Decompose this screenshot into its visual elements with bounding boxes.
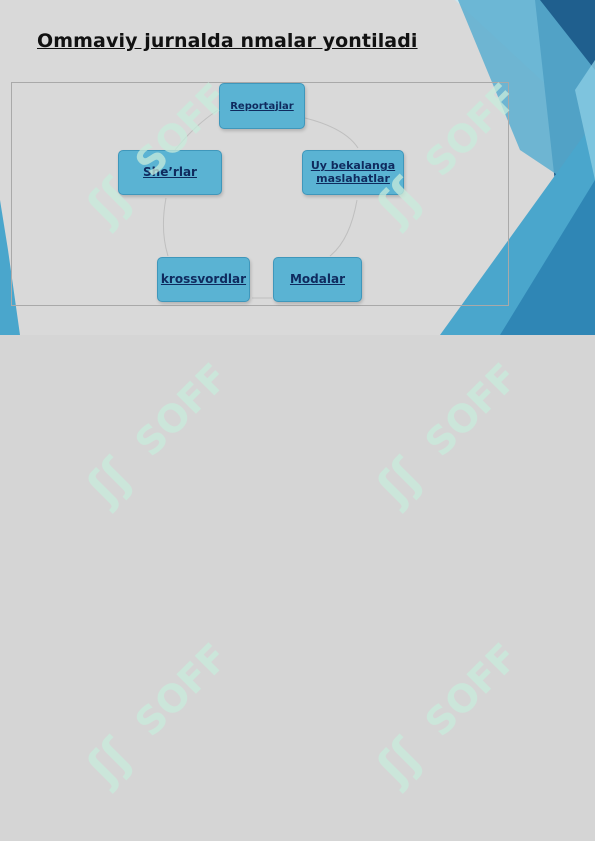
cycle-arrow: [162, 197, 169, 257]
slide-title: Ommaviy jurnalda nmalar yontiladi: [37, 30, 418, 52]
cycle-arrow: [329, 199, 358, 257]
slide: Ommaviy jurnalda nmalar yontiladi Report…: [0, 0, 595, 335]
watermark-text: SOFF: [417, 355, 527, 465]
watermark-text: SOFF: [417, 635, 527, 745]
slide-decoration: [0, 0, 595, 335]
diagram-node-sherlar: She’rlar: [118, 150, 222, 195]
deco-lower-dark: [500, 180, 595, 335]
cycle-arrow: [304, 117, 359, 149]
diagram-node-krossvordlar: krossvordlar: [157, 257, 250, 302]
watermark-text: SOFF: [127, 635, 237, 745]
deco-light-sliver: [575, 60, 595, 180]
watermark-text: SOFF: [127, 355, 237, 465]
watermark-mark-icon: ʃʃ: [75, 448, 142, 515]
diagram-node-uy-bekalar: Uy bekalanga maslahatlar: [302, 150, 404, 195]
diagram-node-modalar: Modalar: [273, 257, 362, 302]
watermark-mark-icon: ʃʃ: [365, 728, 432, 795]
diagram-node-reportajlar: Reportajlar: [219, 83, 305, 129]
watermark-mark-icon: ʃʃ: [365, 448, 432, 515]
watermark-mark-icon: ʃʃ: [75, 728, 142, 795]
cycle-arrow: [174, 109, 219, 151]
diagram-frame: [11, 82, 509, 306]
deco-left-sliver: [0, 200, 20, 335]
deco-mid-shape: [458, 0, 595, 200]
